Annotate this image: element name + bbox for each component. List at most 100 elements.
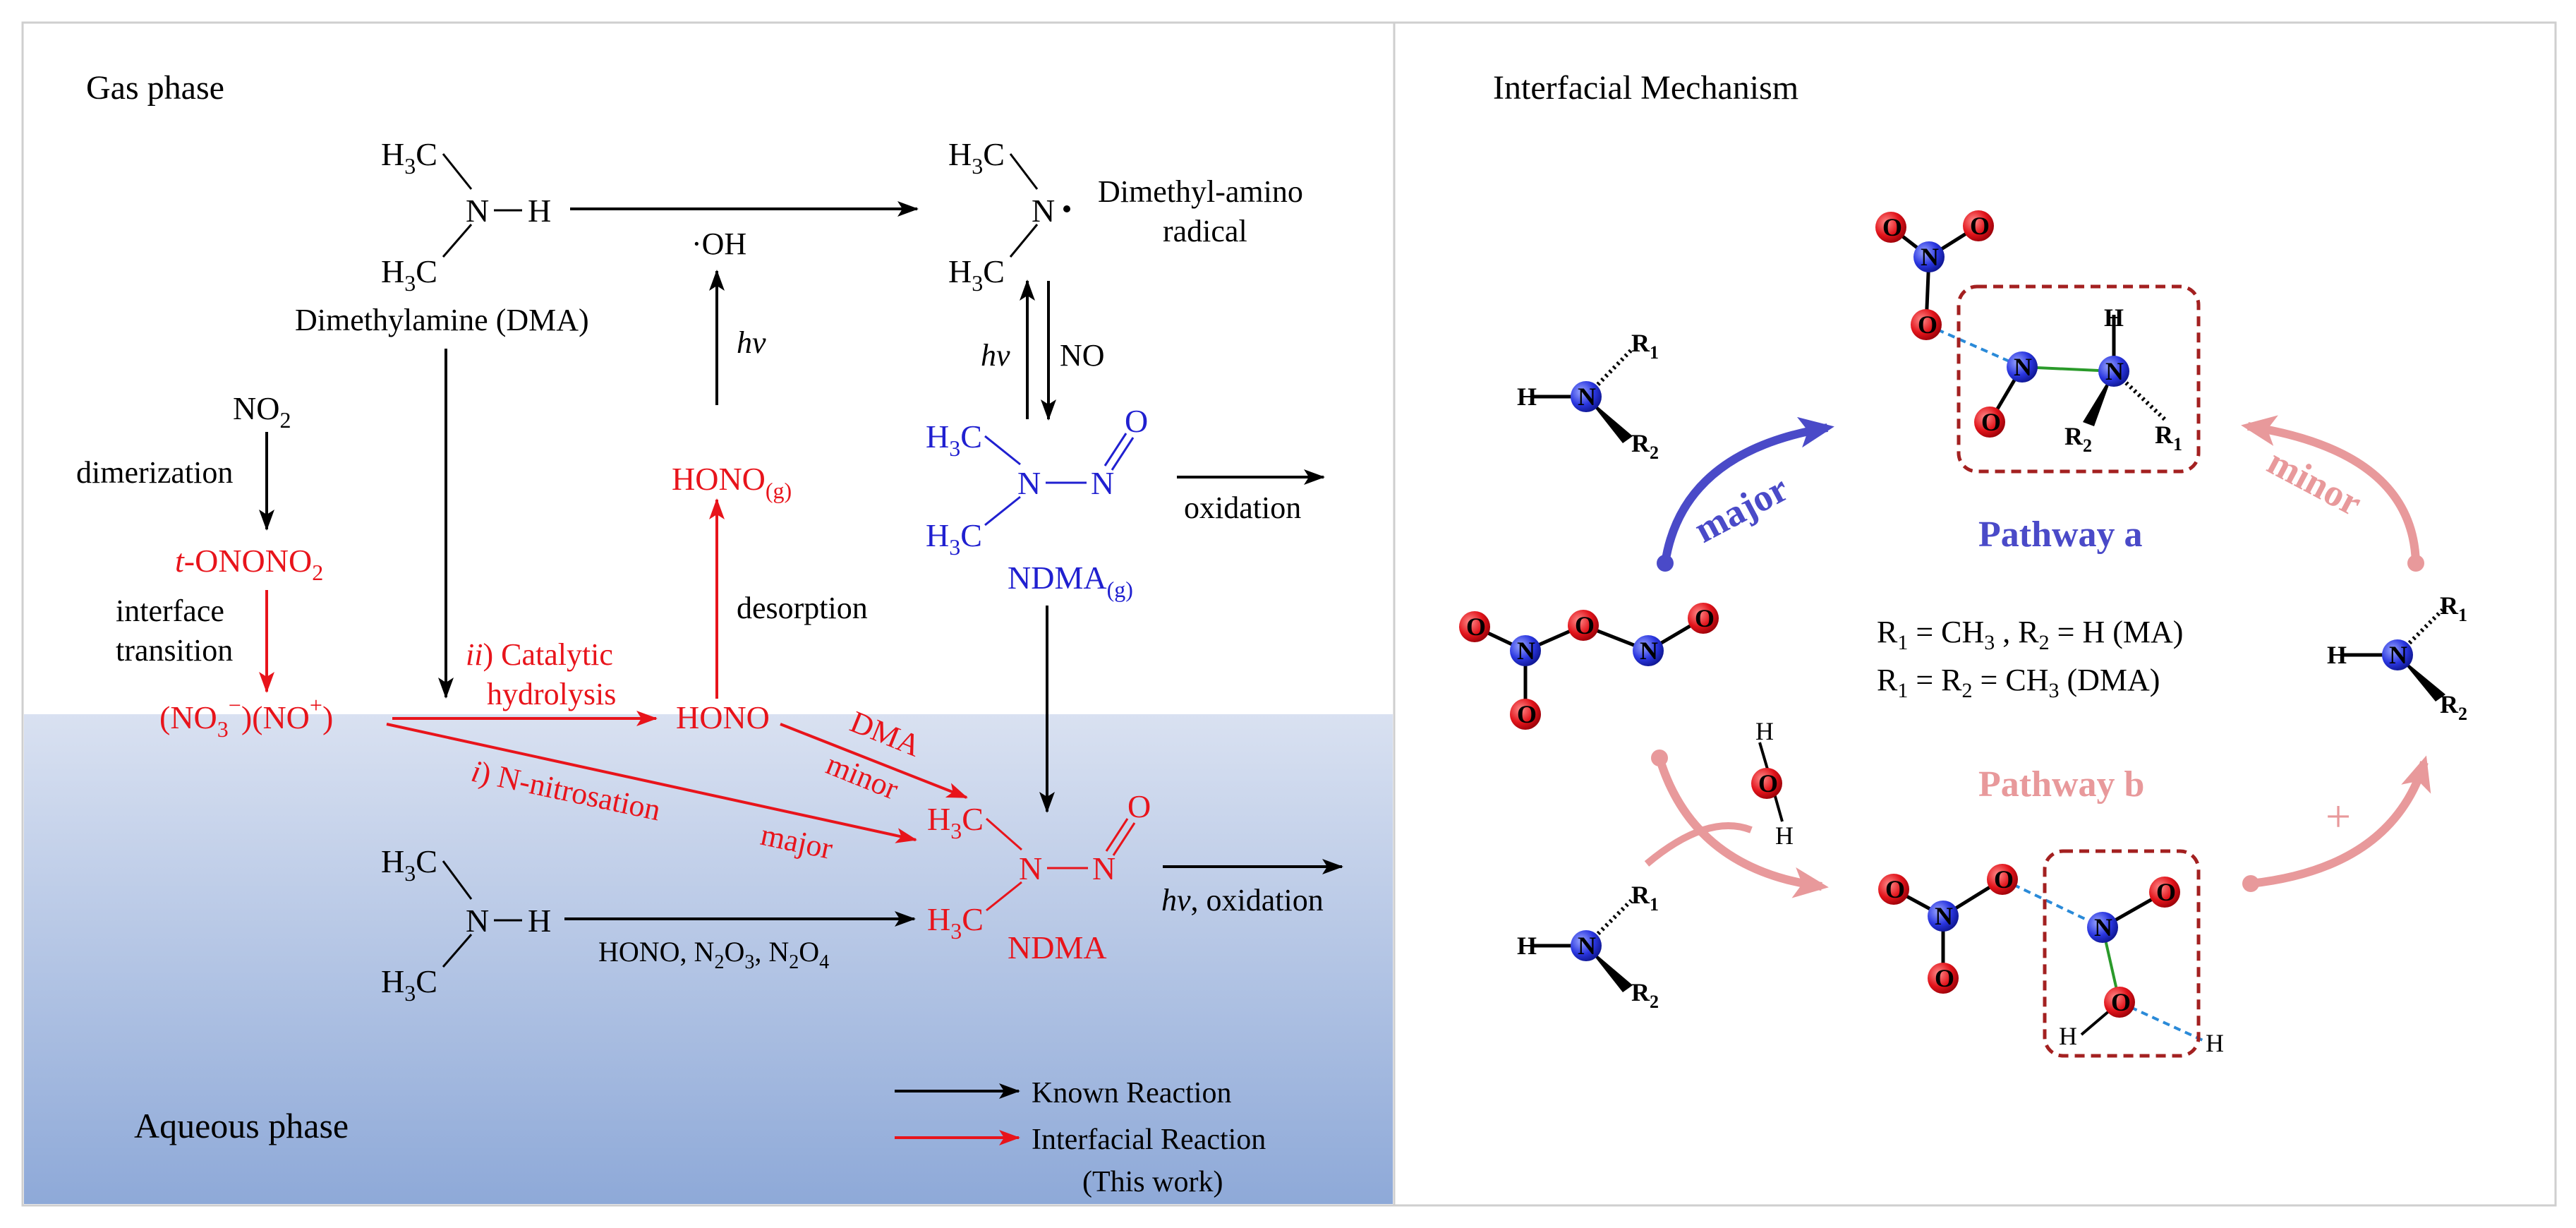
hv-label-hono: hv [737,325,766,360]
svg-text:O: O [1994,865,2014,893]
ndma-gas-structure: H3C H3C N N O [926,403,1148,560]
dimethylamino-radical-structure: H3C H3C N [948,136,1070,296]
water-structure: O H H [1751,717,1794,850]
hv-oxidation-label: hv, oxidation [1161,883,1324,917]
svg-text:H: H [528,193,551,229]
dma-structure-top: H3C H3C N H [381,136,551,296]
right-panel-border [1393,21,2557,1207]
oxidation-label: oxidation [1184,490,1301,525]
radical-name-line2: radical [1163,214,1247,248]
svg-text:N: N [1091,465,1114,501]
nitrogen-atom [1913,241,1945,272]
svg-text:H: H [528,903,551,939]
svg-text:O: O [1758,769,1778,797]
svg-text:O: O [1575,611,1595,639]
svg-text:O: O [1517,700,1537,728]
svg-text:H3C: H3C [948,136,1005,179]
svg-text:H: H [2104,303,2124,332]
legend-this-work-label: (This work) [1082,1166,1223,1198]
nitrogen-atom [2007,351,2038,383]
svg-text:N: N [1092,850,1115,886]
svg-text:N: N [1517,637,1535,665]
n2o4-structure: O N O O N O [1459,603,1719,730]
svg-text:N: N [1019,850,1042,886]
svg-text:H3C: H3C [926,419,982,461]
svg-text:O: O [1885,875,1905,903]
left-panel: Gas phase Aqueous phase H3C H3C N H Dime… [21,21,1396,1207]
pathway-b-amine-branch [1644,822,1753,867]
oxygen-atom [1688,603,1719,634]
catalytic-hydrolysis-line2: hydrolysis [487,677,616,711]
desorption-label: desorption [737,591,868,625]
pathway-b-product-structure: ON OO NO O H H [1878,849,2224,1058]
svg-text:N: N [2105,357,2124,385]
oxygen-atom [1510,699,1541,730]
ion-pair-label: (NO3−)(NO+) [159,692,333,742]
svg-text:H: H [2206,1029,2224,1057]
svg-text:O: O [1125,403,1148,439]
nitrogen-atom [1571,930,1602,961]
svg-text:N: N [2389,641,2407,669]
svg-text:H3C: H3C [381,843,437,886]
svg-text:N: N [1017,465,1041,501]
nitrogen-atom [1633,635,1664,666]
svg-text:H: H [1755,717,1774,745]
oxygen-atom [2149,877,2180,908]
svg-text:O: O [1695,604,1715,632]
reaction-center-box-b [2043,849,2201,1058]
nitrogen-atom [2382,639,2413,670]
oh-radical: ·OH [691,227,746,261]
oxygen-atom [1928,963,1959,994]
svg-text:H: H [1775,821,1794,850]
svg-text:O: O [1981,408,2001,436]
ndma-gas-label: NDMA(g) [1008,560,1133,602]
interface-transition-line2: transition [116,633,233,668]
radical-name-line1: Dimethyl-amino [1098,174,1303,209]
oxygen-atom [1974,407,2005,438]
catalytic-hydrolysis-line1: ii) Catalytic [466,637,613,672]
svg-text:N: N [1640,637,1658,665]
no-label: NO [1060,338,1105,373]
hono-label: HONO [676,699,770,735]
svg-text:H: H [1517,383,1537,411]
legend: Known Reaction Interfacial Reaction (Thi… [895,1077,1266,1198]
svg-text:N: N [1032,193,1055,229]
ndma-label: NDMA [1008,929,1107,965]
oxygen-atom [1568,610,1599,641]
legend-known-label: Known Reaction [1032,1077,1231,1109]
svg-text:H3C: H3C [948,253,1005,296]
svg-text:O: O [2111,988,2131,1016]
svg-text:O: O [1466,613,1486,641]
oxygen-atom [1459,611,1490,642]
svg-text:N: N [1578,383,1596,411]
major-pathway-arrow [1661,416,1834,564]
svg-text:H: H [2327,641,2347,669]
pathway-b-arrow [1655,757,1829,898]
svg-text:H: H [2059,1022,2077,1050]
svg-text:O: O [2156,878,2176,906]
svg-text:N: N [466,193,489,229]
nitrogen-atom [2098,356,2129,387]
svg-text:O: O [1918,311,1937,339]
r-definition-line2: R1 = R2 = CH3 (DMA) [1877,663,2160,702]
dma-name: Dimethylamine (DMA) [295,303,589,337]
svg-text:N: N [2014,353,2032,381]
return-arrow-tail-dot [2242,875,2259,892]
dma-structure-aqueous: H3C H3C N H [381,843,551,1006]
gas-phase-title: Gas phase [86,69,224,107]
oxygen-atom [2104,987,2135,1018]
pathway-b-arrow-tail-dot [1651,750,1668,766]
oxygen-atom [1963,210,1994,241]
reaction-center-box-a [1957,284,2201,474]
legend-interfacial-label: Interfacial Reaction [1032,1124,1266,1156]
oxygen-atom [1875,212,1906,243]
hv-label-radical: hv [981,338,1010,373]
svg-text:H3C: H3C [927,901,984,944]
dimerization-label: dimerization [76,455,233,490]
pathway-b-label: Pathway b [1978,764,2144,805]
nitrogen-atom [1571,381,1602,412]
oxygen-atom [1878,874,1909,905]
